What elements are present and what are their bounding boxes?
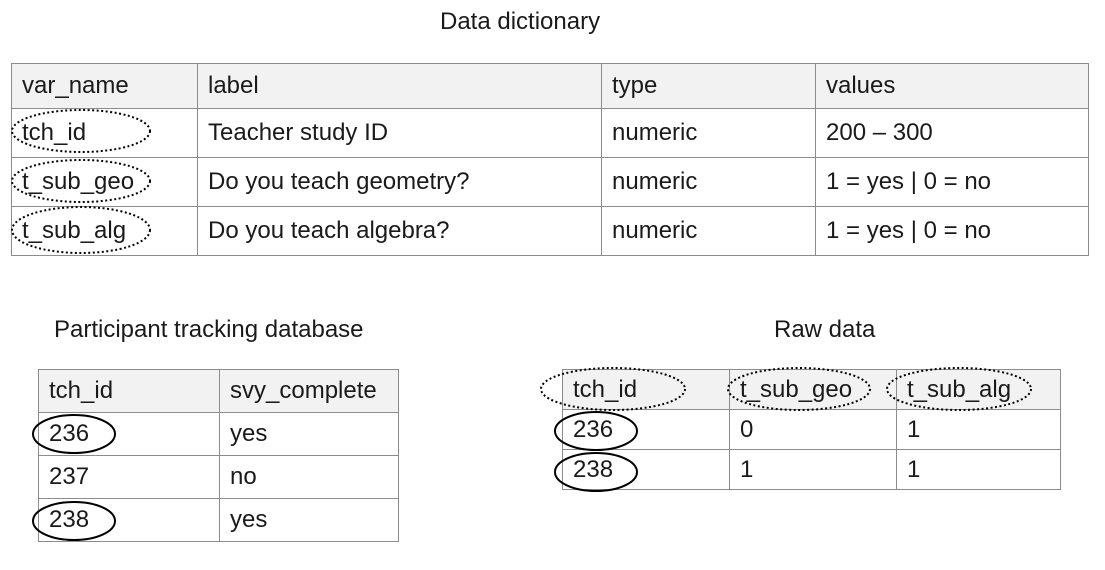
label-cell: Do you teach algebra? <box>197 206 602 256</box>
type-cell: numeric <box>601 108 816 158</box>
table-header-row: tch_id svy_complete <box>38 369 399 413</box>
status-cell: no <box>219 455 399 499</box>
var-name-cell: tch_id <box>11 108 198 158</box>
value-cell: 1 <box>896 449 1061 490</box>
table-row: 236 yes <box>38 412 399 456</box>
column-header: tch_id <box>38 369 220 413</box>
participant-tracking-table: tch_id svy_complete 236 yes 237 no 238 y… <box>38 369 399 542</box>
raw-data-title: Raw data <box>774 316 876 343</box>
column-header: svy_complete <box>219 369 399 413</box>
dictionary-title: Data dictionary <box>440 8 601 35</box>
id-cell: 238 <box>562 449 730 490</box>
column-header: t_sub_alg <box>896 369 1061 410</box>
values-cell: 200 – 300 <box>815 108 1089 158</box>
tracking-title: Participant tracking database <box>54 316 364 343</box>
var-name-cell: t_sub_geo <box>11 157 198 207</box>
table-row: 237 no <box>38 455 399 499</box>
table-row: 238 1 1 <box>562 449 1061 490</box>
label-cell: Teacher study ID <box>197 108 602 158</box>
label-cell: Do you teach geometry? <box>197 157 602 207</box>
column-header: tch_id <box>562 369 730 410</box>
status-cell: yes <box>219 412 399 456</box>
column-header: type <box>601 63 816 109</box>
id-cell: 236 <box>562 409 730 450</box>
type-cell: numeric <box>601 206 816 256</box>
data-dictionary-table: var_name label type values tch_id Teache… <box>11 63 1089 256</box>
column-header: t_sub_geo <box>729 369 897 410</box>
value-cell: 1 <box>896 409 1061 450</box>
table-header-row: var_name label type values <box>11 63 1089 109</box>
values-cell: 1 = yes | 0 = no <box>815 157 1089 207</box>
table-row: t_sub_alg Do you teach algebra? numeric … <box>11 206 1089 256</box>
values-cell: 1 = yes | 0 = no <box>815 206 1089 256</box>
table-row: tch_id Teacher study ID numeric 200 – 30… <box>11 108 1089 158</box>
table-header-row: tch_id t_sub_geo t_sub_alg <box>562 369 1061 410</box>
id-cell: 236 <box>38 412 220 456</box>
id-cell: 238 <box>38 498 220 542</box>
id-cell: 237 <box>38 455 220 499</box>
type-cell: numeric <box>601 157 816 207</box>
table-row: 236 0 1 <box>562 409 1061 450</box>
raw-data-table: tch_id t_sub_geo t_sub_alg 236 0 1 238 1… <box>562 369 1061 490</box>
value-cell: 1 <box>729 449 897 490</box>
status-cell: yes <box>219 498 399 542</box>
var-name-cell: t_sub_alg <box>11 206 198 256</box>
value-cell: 0 <box>729 409 897 450</box>
column-header: label <box>197 63 602 109</box>
column-header: var_name <box>11 63 198 109</box>
table-row: 238 yes <box>38 498 399 542</box>
column-header: values <box>815 63 1089 109</box>
table-row: t_sub_geo Do you teach geometry? numeric… <box>11 157 1089 207</box>
